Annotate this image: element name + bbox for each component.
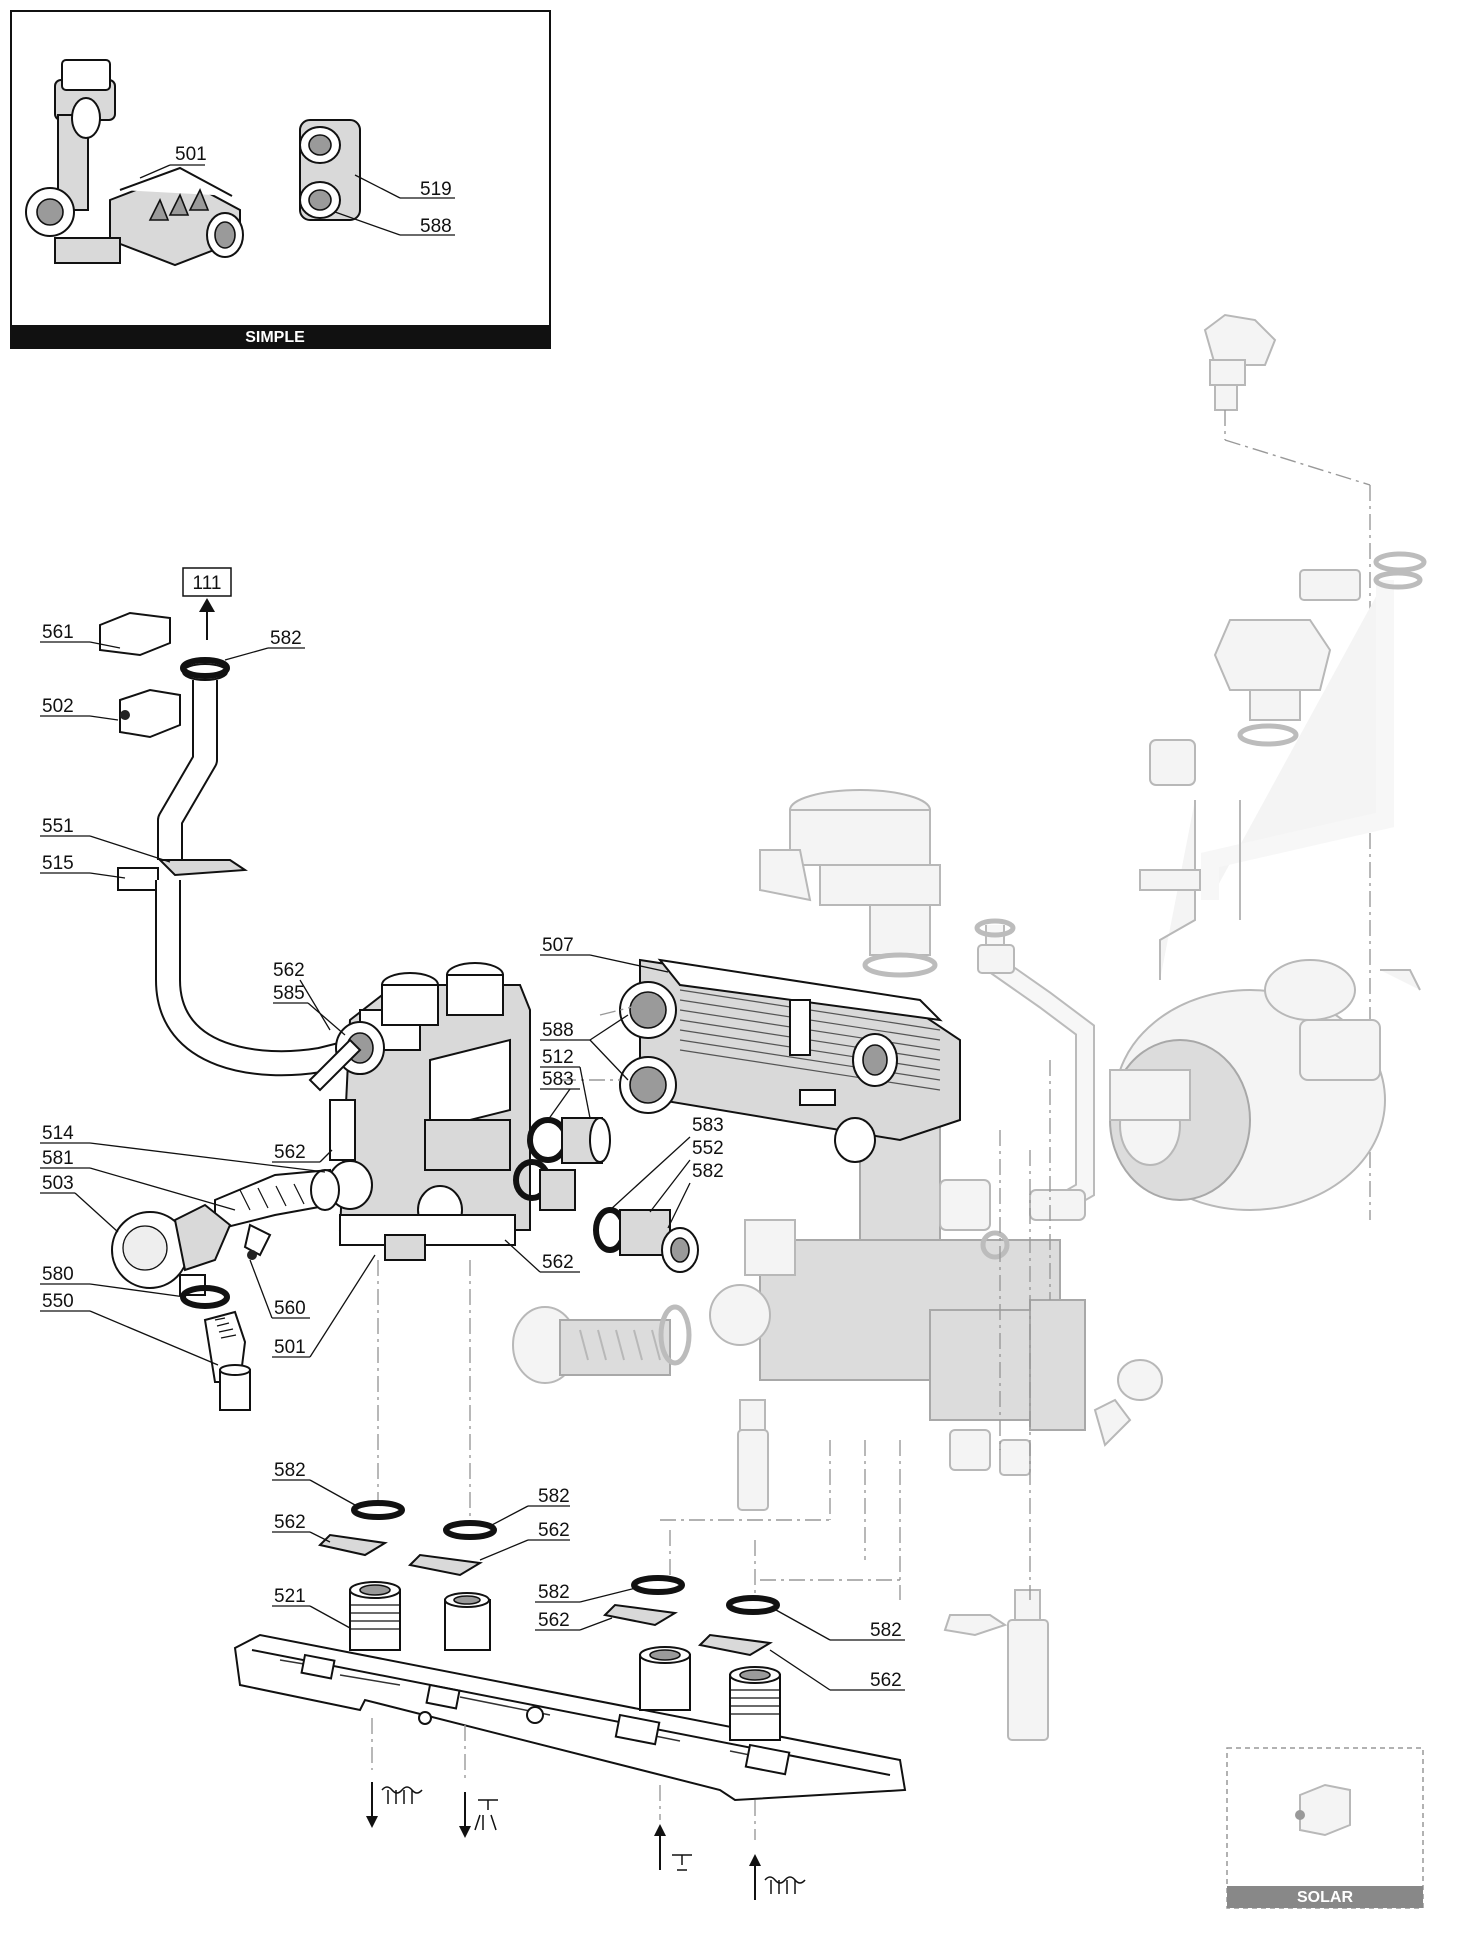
label-562-c: 562 <box>542 1252 574 1273</box>
solar-panel: SOLAR <box>1226 1747 1424 1909</box>
label-562-b: 562 <box>274 1142 306 1163</box>
label-507: 507 <box>542 935 574 956</box>
label-562-bl: 562 <box>274 1512 306 1533</box>
label-561: 561 <box>42 622 74 643</box>
solar-panel-title: SOLAR <box>1297 1889 1353 1906</box>
label-501: 501 <box>274 1337 306 1358</box>
simple-label-519: 519 <box>420 179 452 200</box>
label-550: 550 <box>42 1291 74 1312</box>
simple-label-588: 588 <box>420 216 452 237</box>
label-580: 580 <box>42 1264 74 1285</box>
simple-hydraulic-block <box>25 59 244 267</box>
label-582-bc: 582 <box>538 1582 570 1603</box>
callouts: 561 582 502 551 515 562 585 507 588 512 … <box>40 622 905 1691</box>
label-562-bc: 562 <box>538 1610 570 1631</box>
label-562-bm: 562 <box>538 1520 570 1541</box>
label-582-right: 582 <box>692 1161 724 1182</box>
simple-panel-title: SIMPLE <box>245 329 305 346</box>
label-582-bm: 582 <box>538 1486 570 1507</box>
label-503: 503 <box>42 1173 74 1194</box>
label-582-br: 582 <box>870 1620 902 1641</box>
simple-panel: SIMPLE 501 519 <box>10 10 551 349</box>
label-582-top: 582 <box>270 628 302 649</box>
simple-connector <box>299 119 361 221</box>
cold-water-inlet-icon <box>654 1824 692 1871</box>
label-512: 512 <box>542 1047 574 1068</box>
label-552: 552 <box>692 1138 724 1159</box>
simple-label-501: 501 <box>175 144 207 165</box>
label-585: 585 <box>273 983 305 1004</box>
heating-outlet-icon <box>366 1782 423 1828</box>
label-562-br: 562 <box>870 1670 902 1691</box>
label-514: 514 <box>42 1123 74 1144</box>
label-562-a: 562 <box>273 960 305 981</box>
label-551: 551 <box>42 816 74 837</box>
label-588: 588 <box>542 1020 574 1041</box>
label-515: 515 <box>42 853 74 874</box>
label-521: 521 <box>274 1586 306 1607</box>
label-502: 502 <box>42 696 74 717</box>
main-parts: 111 <box>99 567 961 1840</box>
label-583-upper: 583 <box>542 1069 574 1090</box>
label-560: 560 <box>274 1298 306 1319</box>
reference-box-label: 111 <box>193 573 222 594</box>
hot-water-outlet-icon <box>459 1792 498 1838</box>
label-581: 581 <box>42 1148 74 1169</box>
label-582-bl: 582 <box>274 1460 306 1481</box>
bottom-connectors <box>349 1581 781 1741</box>
reference-box-111 <box>182 567 232 597</box>
label-583-lower: 583 <box>692 1115 724 1136</box>
heating-return-icon <box>749 1854 806 1900</box>
